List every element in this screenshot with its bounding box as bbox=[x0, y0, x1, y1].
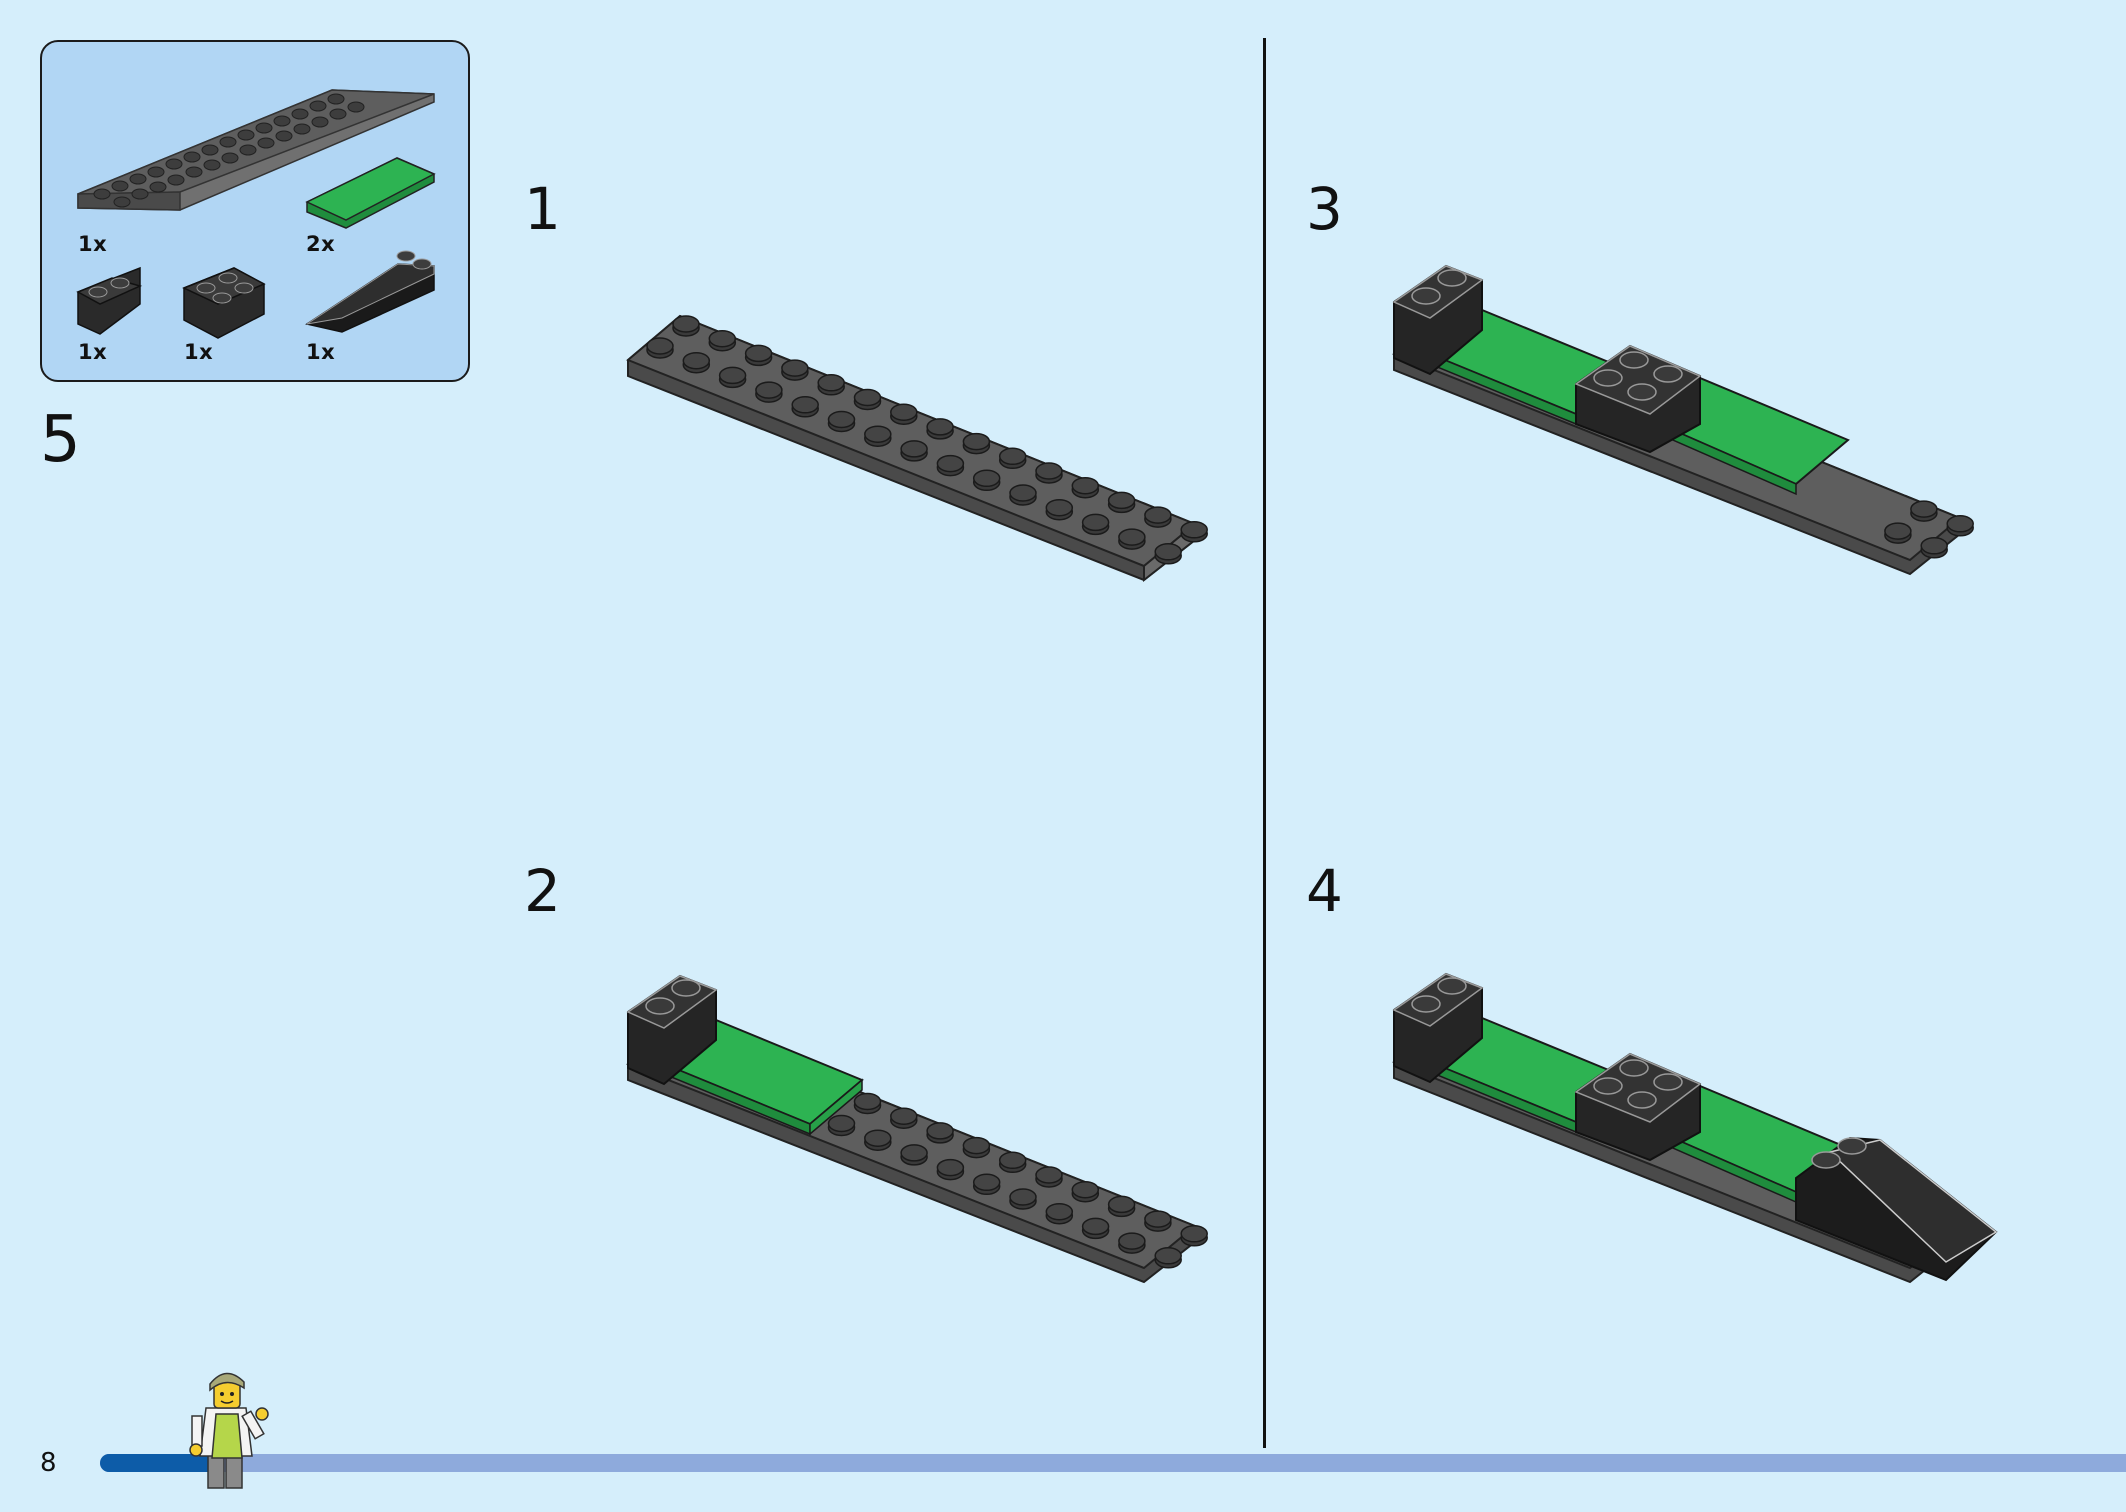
step-number-4: 4 bbox=[1306, 857, 1343, 925]
stud-top bbox=[708, 329, 737, 348]
stud-top bbox=[900, 440, 928, 458]
step-number-3: 3 bbox=[1306, 175, 1343, 243]
stud-top bbox=[1107, 491, 1136, 510]
stud-top bbox=[926, 418, 954, 436]
stud-top bbox=[1144, 506, 1172, 524]
stud-top bbox=[646, 337, 674, 355]
qty-slope: 1x bbox=[306, 340, 336, 364]
qty-plate: 1x bbox=[78, 232, 108, 256]
slope-2x4-icon bbox=[305, 250, 435, 333]
plate-2x16-icon bbox=[77, 89, 435, 211]
stud-top bbox=[1144, 1210, 1172, 1228]
stud-top bbox=[827, 1114, 856, 1133]
minifigure-icon bbox=[189, 1372, 269, 1489]
stud-top bbox=[1946, 515, 1974, 533]
stud-top bbox=[998, 1151, 1027, 1170]
stud-top bbox=[1035, 462, 1063, 480]
stud-top bbox=[926, 1122, 954, 1140]
stud-top bbox=[1884, 522, 1912, 540]
progress-track bbox=[100, 1454, 2126, 1472]
stud-top bbox=[864, 1129, 892, 1147]
stud-top bbox=[1045, 1202, 1074, 1221]
stud-top bbox=[1910, 500, 1938, 518]
stud-top bbox=[1920, 537, 1948, 555]
stud-top bbox=[936, 1158, 965, 1177]
stud-top bbox=[972, 469, 1001, 488]
stud-top bbox=[791, 396, 819, 414]
stud-top bbox=[900, 1144, 928, 1162]
stud-top bbox=[1071, 476, 1100, 495]
step-number-1: 1 bbox=[524, 175, 561, 243]
stud-top bbox=[1081, 1217, 1110, 1236]
step-number-2: 2 bbox=[524, 857, 561, 925]
stud-top bbox=[755, 381, 783, 399]
qty-brick-2x2: 1x bbox=[184, 340, 214, 364]
brick-2x2-icon bbox=[182, 267, 266, 339]
stud-top bbox=[962, 432, 991, 451]
qty-tile: 2x bbox=[306, 232, 336, 256]
progress-fill bbox=[100, 1454, 222, 1472]
stud-top bbox=[1118, 1232, 1146, 1250]
stud-top bbox=[1154, 543, 1182, 561]
stud-top bbox=[1154, 1247, 1182, 1265]
stud-top bbox=[936, 454, 965, 473]
stud-top bbox=[781, 359, 809, 377]
stud-top bbox=[1118, 528, 1146, 546]
stud-top bbox=[1071, 1180, 1100, 1199]
stud-top bbox=[1009, 1188, 1037, 1206]
stud-top bbox=[890, 403, 918, 421]
stud-top bbox=[1180, 1225, 1208, 1243]
stud-top bbox=[890, 1107, 918, 1125]
tile-2x4-green-icon bbox=[305, 157, 436, 229]
qty-brick-1x2: 1x bbox=[78, 340, 108, 364]
stud-top bbox=[1045, 498, 1074, 517]
sub-step-number: 5 bbox=[40, 403, 81, 477]
stud-top bbox=[853, 388, 882, 407]
stud-top bbox=[998, 447, 1027, 466]
stud-top bbox=[682, 351, 711, 370]
stud-top bbox=[853, 1092, 882, 1111]
stud-top bbox=[864, 425, 892, 443]
stud-top bbox=[817, 374, 845, 392]
page-number: 8 bbox=[40, 1448, 57, 1478]
stud-top bbox=[827, 410, 856, 429]
stud-top bbox=[1081, 513, 1110, 532]
stud-top bbox=[972, 1173, 1001, 1192]
brick-1x2-icon bbox=[76, 266, 143, 335]
stud-top bbox=[1035, 1166, 1063, 1184]
column-divider bbox=[1263, 38, 1266, 1448]
stud-top bbox=[718, 366, 747, 385]
stud-top bbox=[1180, 521, 1208, 539]
stud-top bbox=[744, 344, 773, 363]
parts-list-box: 1x 2x 1x 1x 1x bbox=[40, 40, 470, 382]
stud-top bbox=[1107, 1195, 1136, 1214]
stud-top bbox=[962, 1136, 991, 1155]
stud-top bbox=[672, 315, 700, 333]
stud-top bbox=[1009, 484, 1037, 502]
